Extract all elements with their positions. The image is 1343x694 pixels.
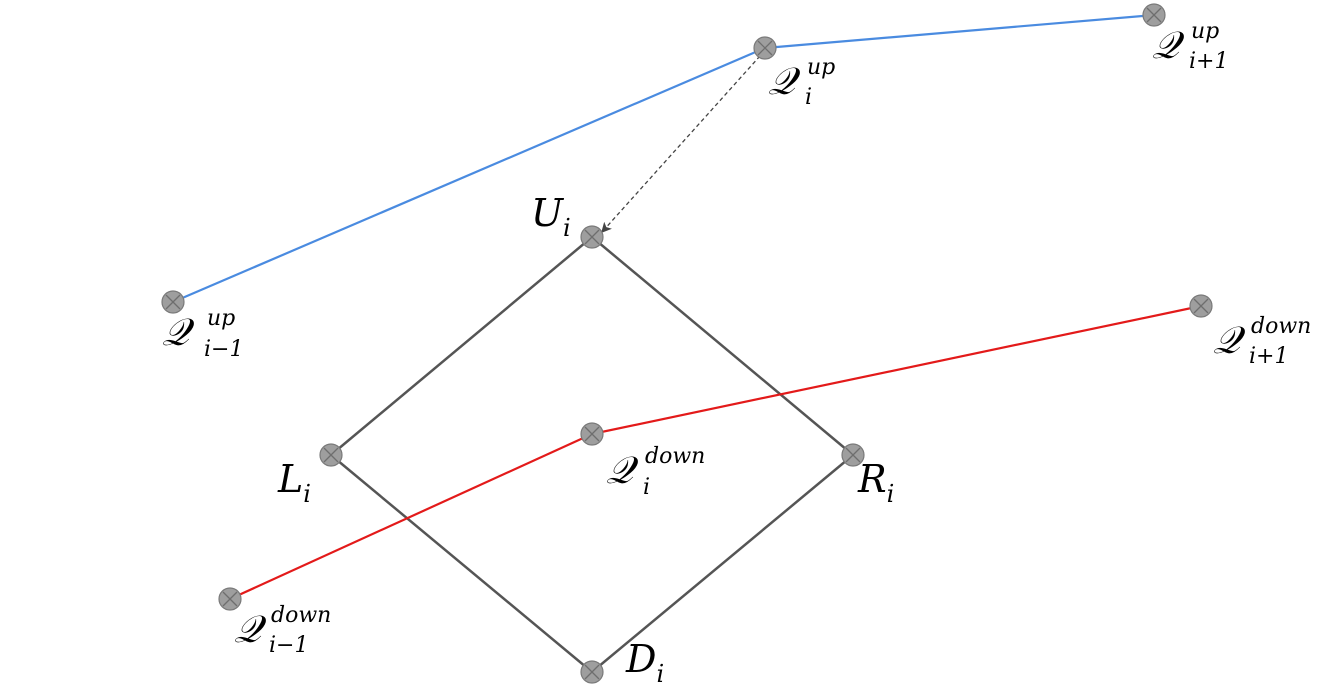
label-q-down-prev: 𝒬 down i−1 — [234, 603, 331, 658]
node-q-up-next — [1142, 3, 1166, 27]
down-chain-segment-1 — [229, 432, 593, 601]
node-l — [319, 443, 343, 467]
svg-text:𝒬: 𝒬 — [1213, 318, 1246, 362]
edge-r-d — [591, 454, 854, 673]
svg-text:i−1: i−1 — [204, 337, 243, 362]
svg-text:down: down — [645, 444, 705, 469]
svg-text:i+1: i+1 — [1249, 344, 1288, 369]
svg-text:𝒬: 𝒬 — [234, 607, 267, 651]
svg-text:i: i — [805, 85, 812, 110]
svg-text:up: up — [1191, 19, 1219, 44]
up-chain-segment-2 — [764, 13, 1155, 50]
svg-text:𝒬: 𝒬 — [162, 310, 195, 354]
label-q-up-prev: 𝒬 up i−1 — [162, 306, 243, 362]
labels: Ui Li Ri Di 𝒬 up i−1 𝒬 up i 𝒬 up i — [162, 19, 1311, 688]
edge-u-r — [591, 236, 854, 456]
label-q-up-next: 𝒬 up i+1 — [1152, 19, 1228, 74]
up-chain-segment-1 — [172, 46, 766, 304]
edge-u-l — [330, 236, 593, 456]
node-q-down-next — [1189, 294, 1213, 318]
up-chain — [172, 13, 1155, 304]
svg-text:up: up — [807, 55, 835, 80]
nodes — [161, 3, 1213, 684]
label-d: Di — [625, 637, 664, 688]
down-chain — [229, 304, 1202, 601]
label-r: Ri — [857, 457, 894, 508]
cell-diamond — [330, 236, 854, 673]
label-q-down-next: 𝒬 down i+1 — [1213, 314, 1311, 369]
svg-text:𝒬: 𝒬 — [1152, 23, 1185, 67]
svg-text:i−1: i−1 — [269, 633, 308, 658]
label-u: Ui — [531, 191, 571, 242]
node-q-up-prev — [161, 290, 185, 314]
node-q-down-cur — [580, 422, 604, 446]
node-r — [841, 443, 865, 467]
svg-text:𝒬: 𝒬 — [768, 59, 801, 103]
edge-l-d — [330, 454, 593, 673]
svg-text:down: down — [1251, 314, 1311, 339]
down-chain-segment-2 — [591, 304, 1202, 436]
svg-text:𝒬: 𝒬 — [606, 448, 639, 492]
node-d — [580, 660, 604, 684]
projection-arrow — [601, 55, 761, 233]
svg-text:i: i — [643, 475, 650, 500]
label-q-up-cur: 𝒬 up i — [768, 55, 835, 110]
svg-text:up: up — [207, 306, 235, 331]
svg-text:down: down — [271, 603, 331, 628]
node-u — [580, 225, 604, 249]
node-q-up-cur — [753, 36, 777, 60]
label-q-down-cur: 𝒬 down i — [606, 444, 705, 500]
svg-text:i+1: i+1 — [1189, 49, 1228, 74]
label-l: Li — [277, 457, 311, 508]
node-q-down-prev — [218, 587, 242, 611]
